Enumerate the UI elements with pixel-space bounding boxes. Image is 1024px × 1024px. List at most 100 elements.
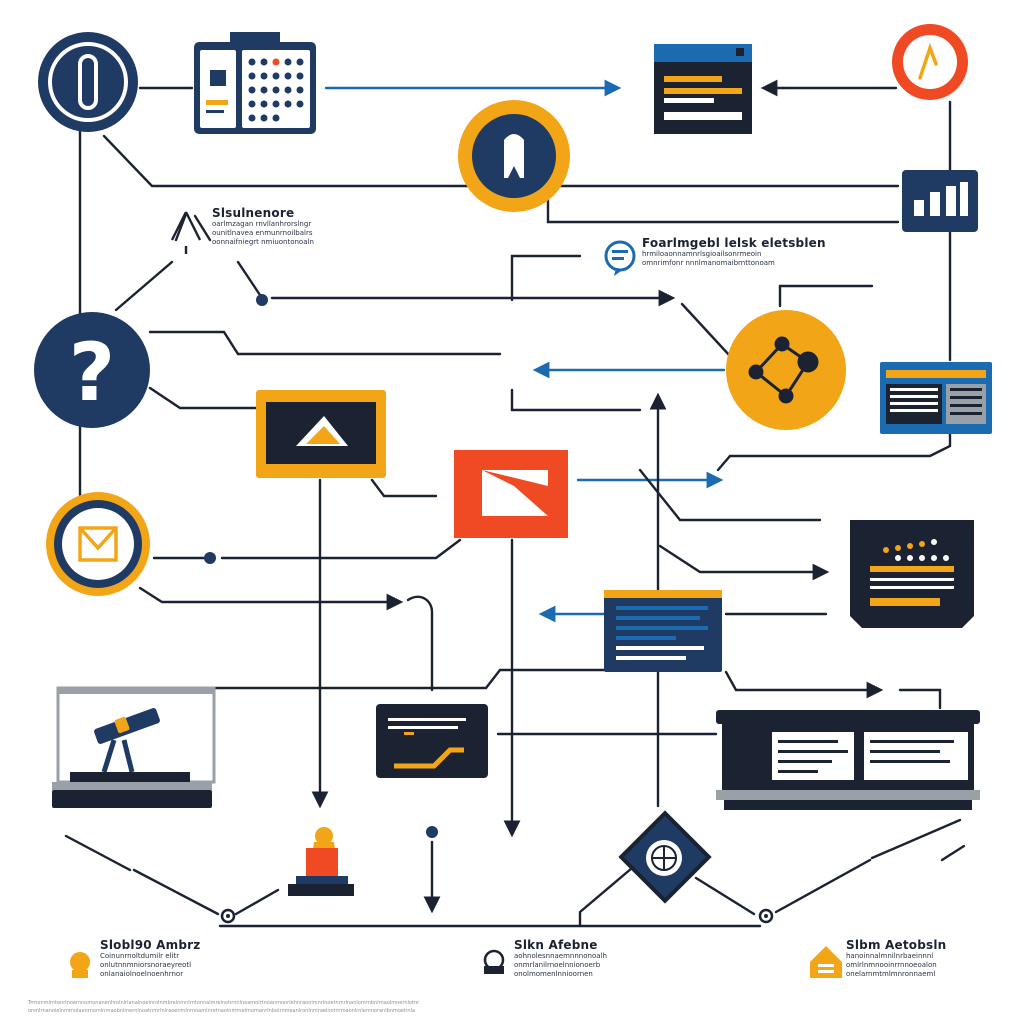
- label-bottom-center: Slkn Afebne aohnolesnnaemnnnonoalh onmrl…: [514, 938, 654, 979]
- chat-node: [604, 240, 636, 276]
- text-window[interactable]: [604, 590, 722, 672]
- connector: [96, 668, 606, 690]
- home-icon: [810, 946, 842, 978]
- label-title: Slkn Afebne: [514, 938, 598, 952]
- junction-dot: [758, 908, 774, 924]
- connector: [132, 868, 220, 916]
- footer-line: Trrnonmlrntenrlnoarnnomonanenhrolnlrlana…: [28, 1000, 420, 1006]
- label-title: Foarlmgebl lelsk eletsblen: [642, 236, 826, 250]
- connectors: [64, 79, 966, 928]
- label-line: oonnaifniegrt nmiuontonoaln: [212, 238, 314, 246]
- label-line: onlutnnmniorsnoraeyreotl: [100, 961, 192, 969]
- connector: [510, 388, 642, 412]
- label-bottom-right: Slbm Aetobsln hanoinnalmnilnrbaeinnnl om…: [846, 938, 986, 979]
- legend-icon-person: [70, 952, 90, 978]
- label-line: oarlmzagan rnvllanhrorslngr: [212, 220, 312, 228]
- bulb-icon: [210, 70, 226, 86]
- junction-dot: [764, 914, 768, 918]
- legend-icon-headset: [483, 949, 505, 974]
- label-top-right: Foarlmgebl lelsk eletsblen hrmiloaonnamn…: [642, 236, 842, 268]
- chat-bubble-icon: [604, 240, 636, 272]
- connector: [510, 254, 582, 302]
- data-panel[interactable]: [850, 520, 974, 628]
- central-hub[interactable]: [454, 450, 568, 538]
- connector: [370, 478, 438, 498]
- server-rack[interactable]: [716, 710, 980, 810]
- junction-dot: [226, 914, 230, 918]
- graph-panel[interactable]: [376, 704, 488, 778]
- label-line: onmrlanilrnoelnnionoerb: [514, 961, 601, 969]
- connector: [102, 134, 900, 188]
- connector: [406, 595, 434, 692]
- connector: [546, 194, 900, 224]
- trend-line-icon: [394, 747, 464, 769]
- connector: [694, 876, 756, 916]
- person-badge-icon: [70, 952, 90, 972]
- connector: [940, 844, 966, 862]
- person-icon: [315, 827, 333, 845]
- server-panel[interactable]: [880, 362, 992, 434]
- connector: [234, 888, 280, 916]
- connector: [638, 468, 822, 522]
- connector: [148, 386, 258, 410]
- legend-icon-home: [810, 946, 842, 978]
- label-line: onlanaiolnoelnoenhrnor: [100, 970, 184, 978]
- connector: [724, 670, 884, 699]
- mail-icon: [78, 526, 118, 562]
- connector: [220, 538, 462, 560]
- document-fold-icon: [482, 470, 548, 516]
- connector: [680, 302, 732, 358]
- label-title: Slbm Aetobsln: [846, 938, 947, 952]
- label-line: onolmomenlnnioornen: [514, 970, 593, 978]
- junction-dot: [204, 552, 216, 564]
- bar-chart-icon: [914, 200, 924, 216]
- junction-dot: [220, 908, 236, 924]
- connector: [236, 260, 264, 300]
- help-node[interactable]: ?: [34, 312, 150, 428]
- share-icon: [748, 336, 819, 404]
- connector: [716, 432, 952, 472]
- image-panel[interactable]: [256, 390, 386, 478]
- label-line: hanoinnalmnilnrbaeinnnl: [846, 952, 934, 960]
- junction-dot: [426, 826, 438, 838]
- connector: [578, 866, 634, 928]
- dashboard-panel[interactable]: [194, 32, 316, 134]
- speaker-podium[interactable]: [288, 827, 354, 896]
- power-icon: [78, 54, 98, 110]
- browser-window[interactable]: [654, 44, 752, 134]
- pin-icon: [504, 134, 524, 178]
- connector: [138, 586, 404, 611]
- junction-dot: [256, 294, 268, 306]
- mail-node[interactable]: [46, 492, 150, 596]
- label-bottom-left: Slobl90 Ambrz Coinunrnoltdumilr elitr on…: [100, 938, 250, 979]
- label-top-left: Slsulnenore oarlmzagan rnvllanhrorslngr …: [212, 206, 372, 247]
- label-line: onelarnmtmlmnronnaeml: [846, 970, 936, 978]
- connector: [778, 284, 874, 308]
- label-line: omlrlnmnooinrrnnoeoalon: [846, 961, 937, 969]
- connector: [114, 260, 174, 312]
- label-line: ounitlnavea enmunrnoilbalrs: [212, 229, 313, 237]
- connector: [193, 214, 212, 242]
- location-node[interactable]: [458, 100, 570, 212]
- alert-node[interactable]: [892, 24, 968, 100]
- decision-node[interactable]: [618, 810, 712, 904]
- telescope-station[interactable]: [52, 686, 216, 808]
- label-line: Coinunrnoltdumilr elitr: [100, 952, 180, 960]
- power-node[interactable]: [38, 32, 138, 132]
- telescope-icon: [94, 708, 160, 773]
- junction-dots: [204, 294, 774, 924]
- network-node[interactable]: [726, 310, 846, 430]
- bar-chart-box[interactable]: [902, 170, 978, 232]
- footer-line: onmlrnanoielnmrnolaenrnomlnrnaobnlmernln…: [28, 1008, 415, 1014]
- label-title: Slobl90 Ambrz: [100, 938, 201, 952]
- connector: [658, 544, 830, 581]
- label-line: hrmiloaonnamnrlsgioailsonrmeoin: [642, 250, 762, 258]
- connector: [870, 818, 962, 860]
- label-title: Slsulnenore: [212, 206, 295, 220]
- label-line: omnrimfonr nnnlmanomaibrnttonoam: [642, 259, 775, 267]
- connector: [174, 212, 188, 242]
- warning-node: [170, 211, 202, 254]
- warning-icon: [170, 211, 202, 241]
- label-line: aohnolesnnaemnnnonoalh: [514, 952, 607, 960]
